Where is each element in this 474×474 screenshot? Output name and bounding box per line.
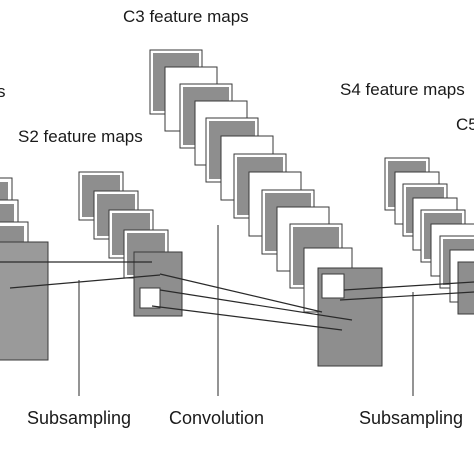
s4-feature-maps-label: S4 feature maps <box>340 80 465 99</box>
connector-line <box>159 289 353 321</box>
s2-feature-map-stack <box>78 171 183 317</box>
connector-line <box>151 305 343 331</box>
connector-line <box>339 291 474 301</box>
c1-feature-map-stack <box>0 177 49 361</box>
connection-lines <box>0 261 474 331</box>
convolution-label: Convolution <box>169 408 264 428</box>
connector-line <box>343 281 474 291</box>
feature-map-front <box>133 251 183 317</box>
feature-map <box>457 261 474 315</box>
subsampling-label-1: Subsampling <box>27 408 131 428</box>
feature-map-front <box>317 267 383 367</box>
feature-map-large <box>0 241 49 361</box>
c3-feature-maps-label: C3 feature maps <box>123 7 249 26</box>
s2-feature-maps-label: S2 feature maps <box>18 127 143 146</box>
left-label-partial: s <box>0 82 6 101</box>
connector-line <box>159 273 323 313</box>
c3-feature-map-stack <box>149 49 383 367</box>
connector-line <box>9 274 161 289</box>
s4-feature-map-stack <box>384 157 474 315</box>
c5-feature-maps-label-partial: C5 <box>456 115 474 134</box>
subsampling-label-2: Subsampling <box>359 408 463 428</box>
pointer-lines <box>78 225 414 396</box>
